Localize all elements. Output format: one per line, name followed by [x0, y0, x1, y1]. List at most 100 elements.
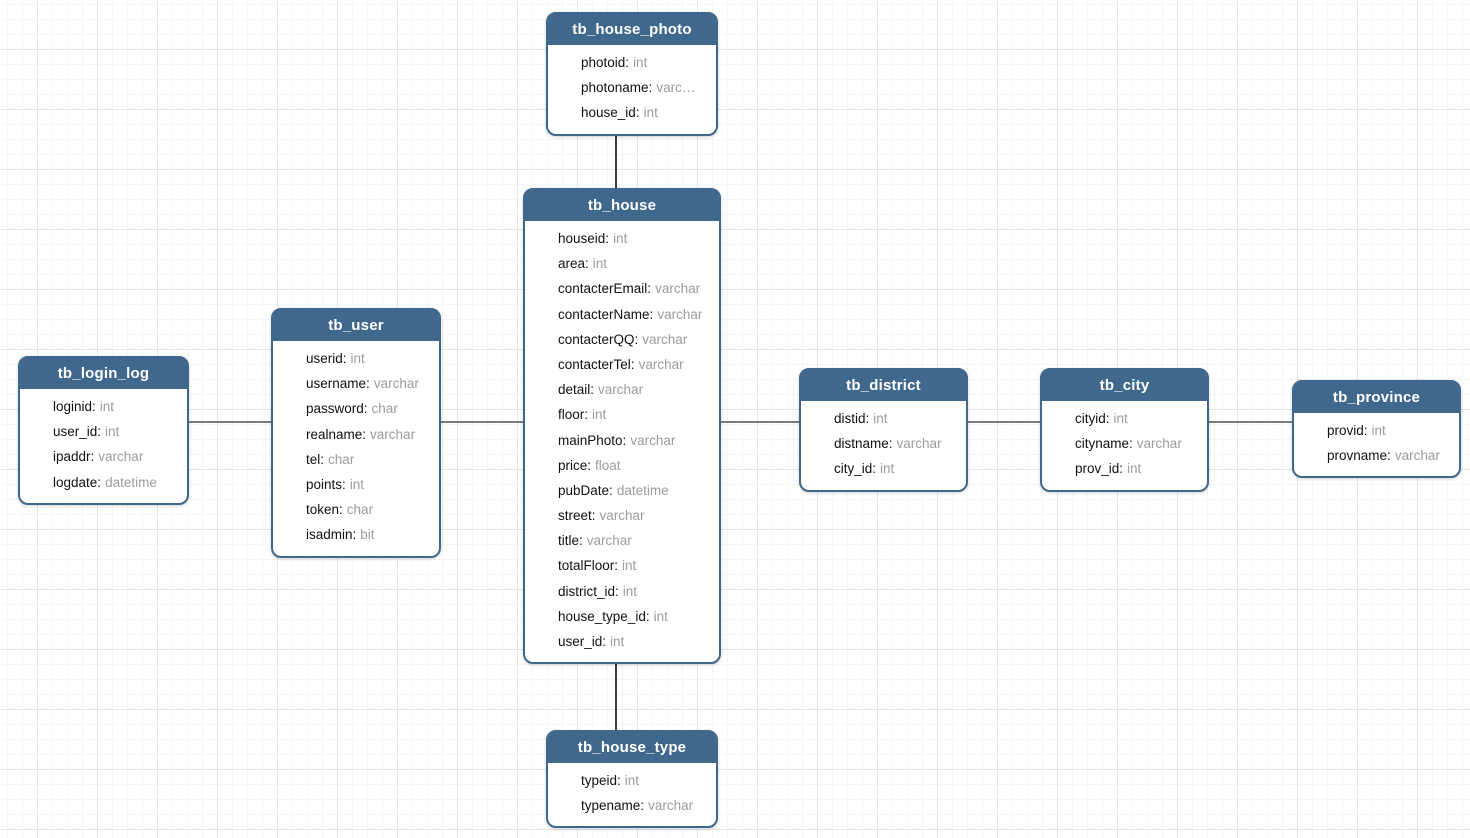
table-title[interactable]: tb_user	[273, 310, 439, 341]
field-row-typeid[interactable]: typeidint	[581, 768, 708, 793]
field-row-city_id[interactable]: city_idint	[834, 456, 958, 481]
field-type: int	[653, 608, 668, 624]
field-row-pubDate[interactable]: pubDatedatetime	[558, 478, 711, 503]
field-name: mainPhoto	[558, 433, 626, 448]
field-row-userid[interactable]: useridint	[306, 346, 431, 371]
field-row-contacterEmail[interactable]: contacterEmailvarchar	[558, 276, 711, 301]
field-row-realname[interactable]: realname varchar	[306, 422, 431, 447]
field-type: char	[346, 502, 374, 518]
field-row-house_type_id[interactable]: house_type_idint	[558, 604, 711, 629]
field-row-photoid[interactable]: photoidint	[581, 50, 708, 75]
field-row-contacterName[interactable]: contacterNamevarchar	[558, 302, 711, 327]
field-row-token[interactable]: tokenchar	[306, 497, 431, 522]
field-row-isadmin[interactable]: isadminbit	[306, 522, 431, 547]
field-row-tel[interactable]: telchar	[306, 447, 431, 472]
field-row-password[interactable]: passwordchar	[306, 396, 431, 421]
field-type: varchar	[1136, 436, 1182, 452]
field-type: varchar	[896, 436, 942, 452]
field-row-floor[interactable]: floorint	[558, 402, 711, 427]
field-row-street[interactable]: streetvarchar	[558, 503, 711, 528]
field-type: varchar	[370, 426, 416, 442]
connector-tb_login_log-tb_user[interactable]	[183, 421, 277, 423]
field-row-detail[interactable]: detailvarchar	[558, 377, 711, 402]
field-row-username[interactable]: usernamevarchar	[306, 371, 431, 396]
table-card-tb_house[interactable]: tb_house houseidint areaint contacterEma…	[523, 188, 721, 665]
table-title[interactable]: tb_house_photo	[548, 14, 716, 45]
field-row-typename[interactable]: typenamevarchar	[581, 793, 708, 818]
field-row-contacterQQ[interactable]: contacterQQvarchar	[558, 327, 711, 352]
field-row-price[interactable]: pricefloat	[558, 453, 711, 478]
connector-tb_district-tb_city[interactable]	[962, 421, 1046, 423]
table-card-tb_province[interactable]: tb_province providint provnamevarchar	[1292, 380, 1461, 479]
field-name: floor	[558, 407, 588, 422]
connector-tb_user-tb_house[interactable]	[435, 421, 529, 423]
table-card-tb_city[interactable]: tb_city cityidint citynamevarchar prov_i…	[1040, 368, 1209, 492]
field-type: int	[880, 461, 895, 477]
field-row-photoname[interactable]: photonamevarc…	[581, 75, 708, 100]
field-name: houseid	[558, 231, 609, 246]
field-type: varchar	[1394, 448, 1440, 464]
field-row-user_id[interactable]: user_idint	[558, 629, 711, 654]
field-name: provid	[1327, 423, 1368, 438]
field-type: int	[592, 256, 608, 272]
connector-tb_house_photo-tb_house[interactable]	[615, 125, 617, 196]
field-name: contacterQQ	[558, 332, 638, 347]
field-row-house_id[interactable]: house_idint	[581, 100, 708, 125]
field-name: contacterTel	[558, 357, 635, 372]
connector-tb_city-tb_province[interactable]	[1203, 421, 1298, 423]
field-row-distid[interactable]: distidint	[834, 406, 958, 431]
table-field-list: cityidint citynamevarchar prov_idint	[1042, 401, 1207, 490]
table-field-list: typeidint typenamevarchar	[548, 763, 716, 826]
field-row-distname[interactable]: distnamevarchar	[834, 431, 958, 456]
field-name: house_id	[581, 105, 640, 120]
field-row-provname[interactable]: provnamevarchar	[1327, 443, 1451, 468]
field-row-ipaddr[interactable]: ipaddrvarchar	[53, 444, 179, 469]
field-name: provname	[1327, 448, 1391, 463]
field-row-totalFloor[interactable]: totalFloorint	[558, 553, 711, 578]
table-card-tb_house_type[interactable]: tb_house_type typeidint typenamevarchar	[546, 730, 718, 829]
field-row-cityid[interactable]: cityidint	[1075, 406, 1199, 431]
field-type: int	[624, 773, 640, 788]
table-field-list: providint provnamevarchar	[1294, 413, 1459, 476]
field-row-provid[interactable]: providint	[1327, 418, 1451, 443]
field-row-cityname[interactable]: citynamevarchar	[1075, 431, 1199, 456]
field-row-loginid[interactable]: loginidint	[53, 394, 179, 419]
field-type: char	[328, 451, 355, 467]
field-row-area[interactable]: areaint	[558, 251, 711, 276]
connector-tb_house-tb_district[interactable]	[715, 421, 805, 423]
field-type: varchar	[655, 281, 701, 297]
field-row-district_id[interactable]: district_idint	[558, 579, 711, 604]
table-title[interactable]: tb_house_type	[548, 732, 716, 763]
field-name: isadmin	[306, 527, 356, 542]
table-card-tb_user[interactable]: tb_user useridint usernamevarchar passwo…	[271, 308, 441, 558]
field-name: realname	[306, 427, 366, 442]
table-card-tb_login_log[interactable]: tb_login_log loginidint user_idint ipadd…	[18, 356, 189, 505]
table-title[interactable]: tb_district	[801, 370, 966, 401]
field-row-contacterTel[interactable]: contacterTelvarchar	[558, 352, 711, 377]
connector-tb_house-tb_house_type[interactable]	[615, 657, 617, 738]
table-field-list: distidint distnamevarchar city_idint	[801, 401, 966, 490]
field-row-logdate[interactable]: logdatedatetime	[53, 470, 179, 495]
field-type: varc…	[656, 80, 696, 96]
field-name: distname	[834, 436, 893, 451]
table-title[interactable]: tb_city	[1042, 370, 1207, 401]
field-row-user_id[interactable]: user_idint	[53, 419, 179, 444]
field-row-points[interactable]: pointsint	[306, 472, 431, 497]
field-type: char	[371, 401, 398, 417]
field-row-prov_id[interactable]: prov_idint	[1075, 456, 1199, 481]
field-name: detail	[558, 382, 594, 397]
field-type: int	[1127, 461, 1142, 477]
field-name: typeid	[581, 773, 621, 788]
table-title[interactable]: tb_house	[525, 190, 719, 221]
field-name: typename	[581, 798, 644, 813]
field-row-mainPhoto[interactable]: mainPhotovarchar	[558, 428, 711, 453]
table-title[interactable]: tb_province	[1294, 382, 1459, 413]
field-row-houseid[interactable]: houseidint	[558, 226, 711, 251]
field-name: loginid	[53, 399, 96, 414]
field-name: price	[558, 458, 591, 473]
table-card-tb_district[interactable]: tb_district distidint distnamevarchar ci…	[799, 368, 968, 492]
table-card-tb_house_photo[interactable]: tb_house_photo photoidint photonamevarc……	[546, 12, 718, 136]
field-row-title[interactable]: titlevarchar	[558, 528, 711, 553]
table-title[interactable]: tb_login_log	[20, 358, 187, 389]
